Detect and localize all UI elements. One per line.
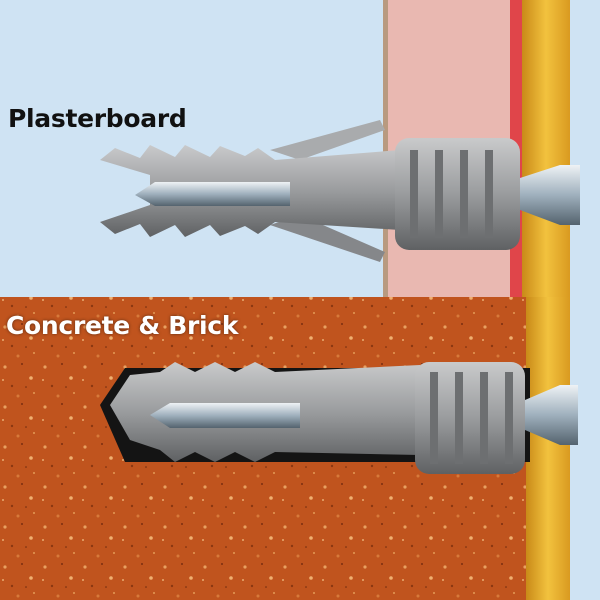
wood-batten [522, 0, 570, 297]
concrete-panel [0, 297, 600, 600]
screw-top [135, 165, 580, 225]
concrete-brick-label: Concrete & Brick [6, 311, 239, 340]
screw-bottom [150, 385, 578, 445]
plasterboard-label: Plasterboard [8, 104, 187, 133]
wood-batten [526, 297, 570, 600]
plasterboard-panel [0, 0, 600, 297]
